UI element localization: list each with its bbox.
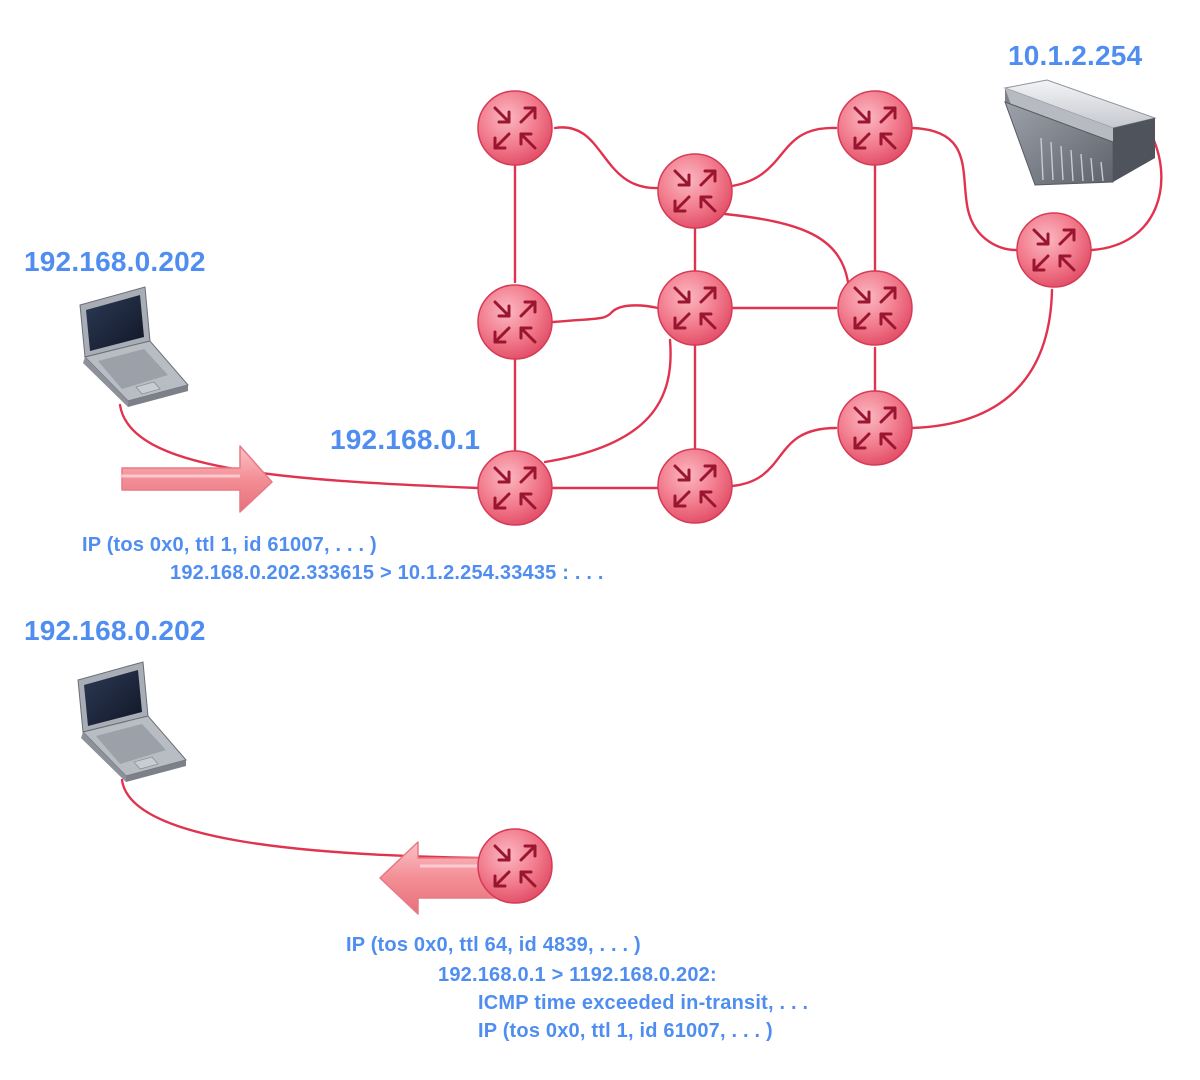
reply-packet-line: IP (tos 0x0, ttl 64, id 4839, . . . ) (346, 934, 641, 956)
router-icon (476, 283, 554, 361)
router-icon (1015, 211, 1093, 289)
link-r4-r5 (551, 304, 660, 324)
probe-packet-line: 192.168.0.202.333615 > 10.1.2.254.33435 … (170, 562, 604, 584)
link-laptop2-r11 (120, 778, 480, 860)
laptop-ip-label: 192.168.0.202 (24, 615, 206, 646)
router-icon (656, 269, 734, 347)
router-icon (476, 827, 554, 905)
link-r3-r10 (910, 126, 1018, 252)
router-icon (476, 89, 554, 167)
router-icon (476, 449, 554, 527)
reply-packet-line: 192.168.0.1 > 1192.168.0.202: (438, 964, 717, 986)
link-r10-server (1090, 130, 1163, 252)
probe-packet-line: IP (tos 0x0, ttl 1, id 61007, . . . ) (82, 534, 377, 556)
laptop-ip-label: 192.168.0.202 (24, 246, 206, 277)
network-links (118, 126, 1163, 860)
link-r1-r2 (553, 126, 660, 190)
forward-arrow-icon (120, 445, 273, 513)
link-r10-r9 (910, 288, 1054, 430)
router-icon (656, 447, 734, 525)
gateway-ip-label: 192.168.0.1 (330, 424, 481, 455)
link-r7-r5 (543, 338, 672, 464)
link-r2-r3 (730, 126, 838, 188)
reply-packet-line: IP (tos 0x0, ttl 1, id 61007, . . . ) (478, 1020, 773, 1042)
link-r8-r9 (730, 426, 838, 488)
router-icon (836, 89, 914, 167)
reply-packet-line: ICMP time exceeded in-transit, . . . (478, 992, 809, 1014)
laptop-icon (79, 286, 189, 408)
laptop-icon (77, 661, 187, 783)
router-icon (656, 152, 734, 230)
server-icon (1003, 79, 1157, 186)
server-ip-label: 10.1.2.254 (1008, 40, 1143, 71)
router-icon (836, 389, 914, 467)
link-r2-r6 (723, 212, 850, 284)
router-icon (836, 269, 914, 347)
